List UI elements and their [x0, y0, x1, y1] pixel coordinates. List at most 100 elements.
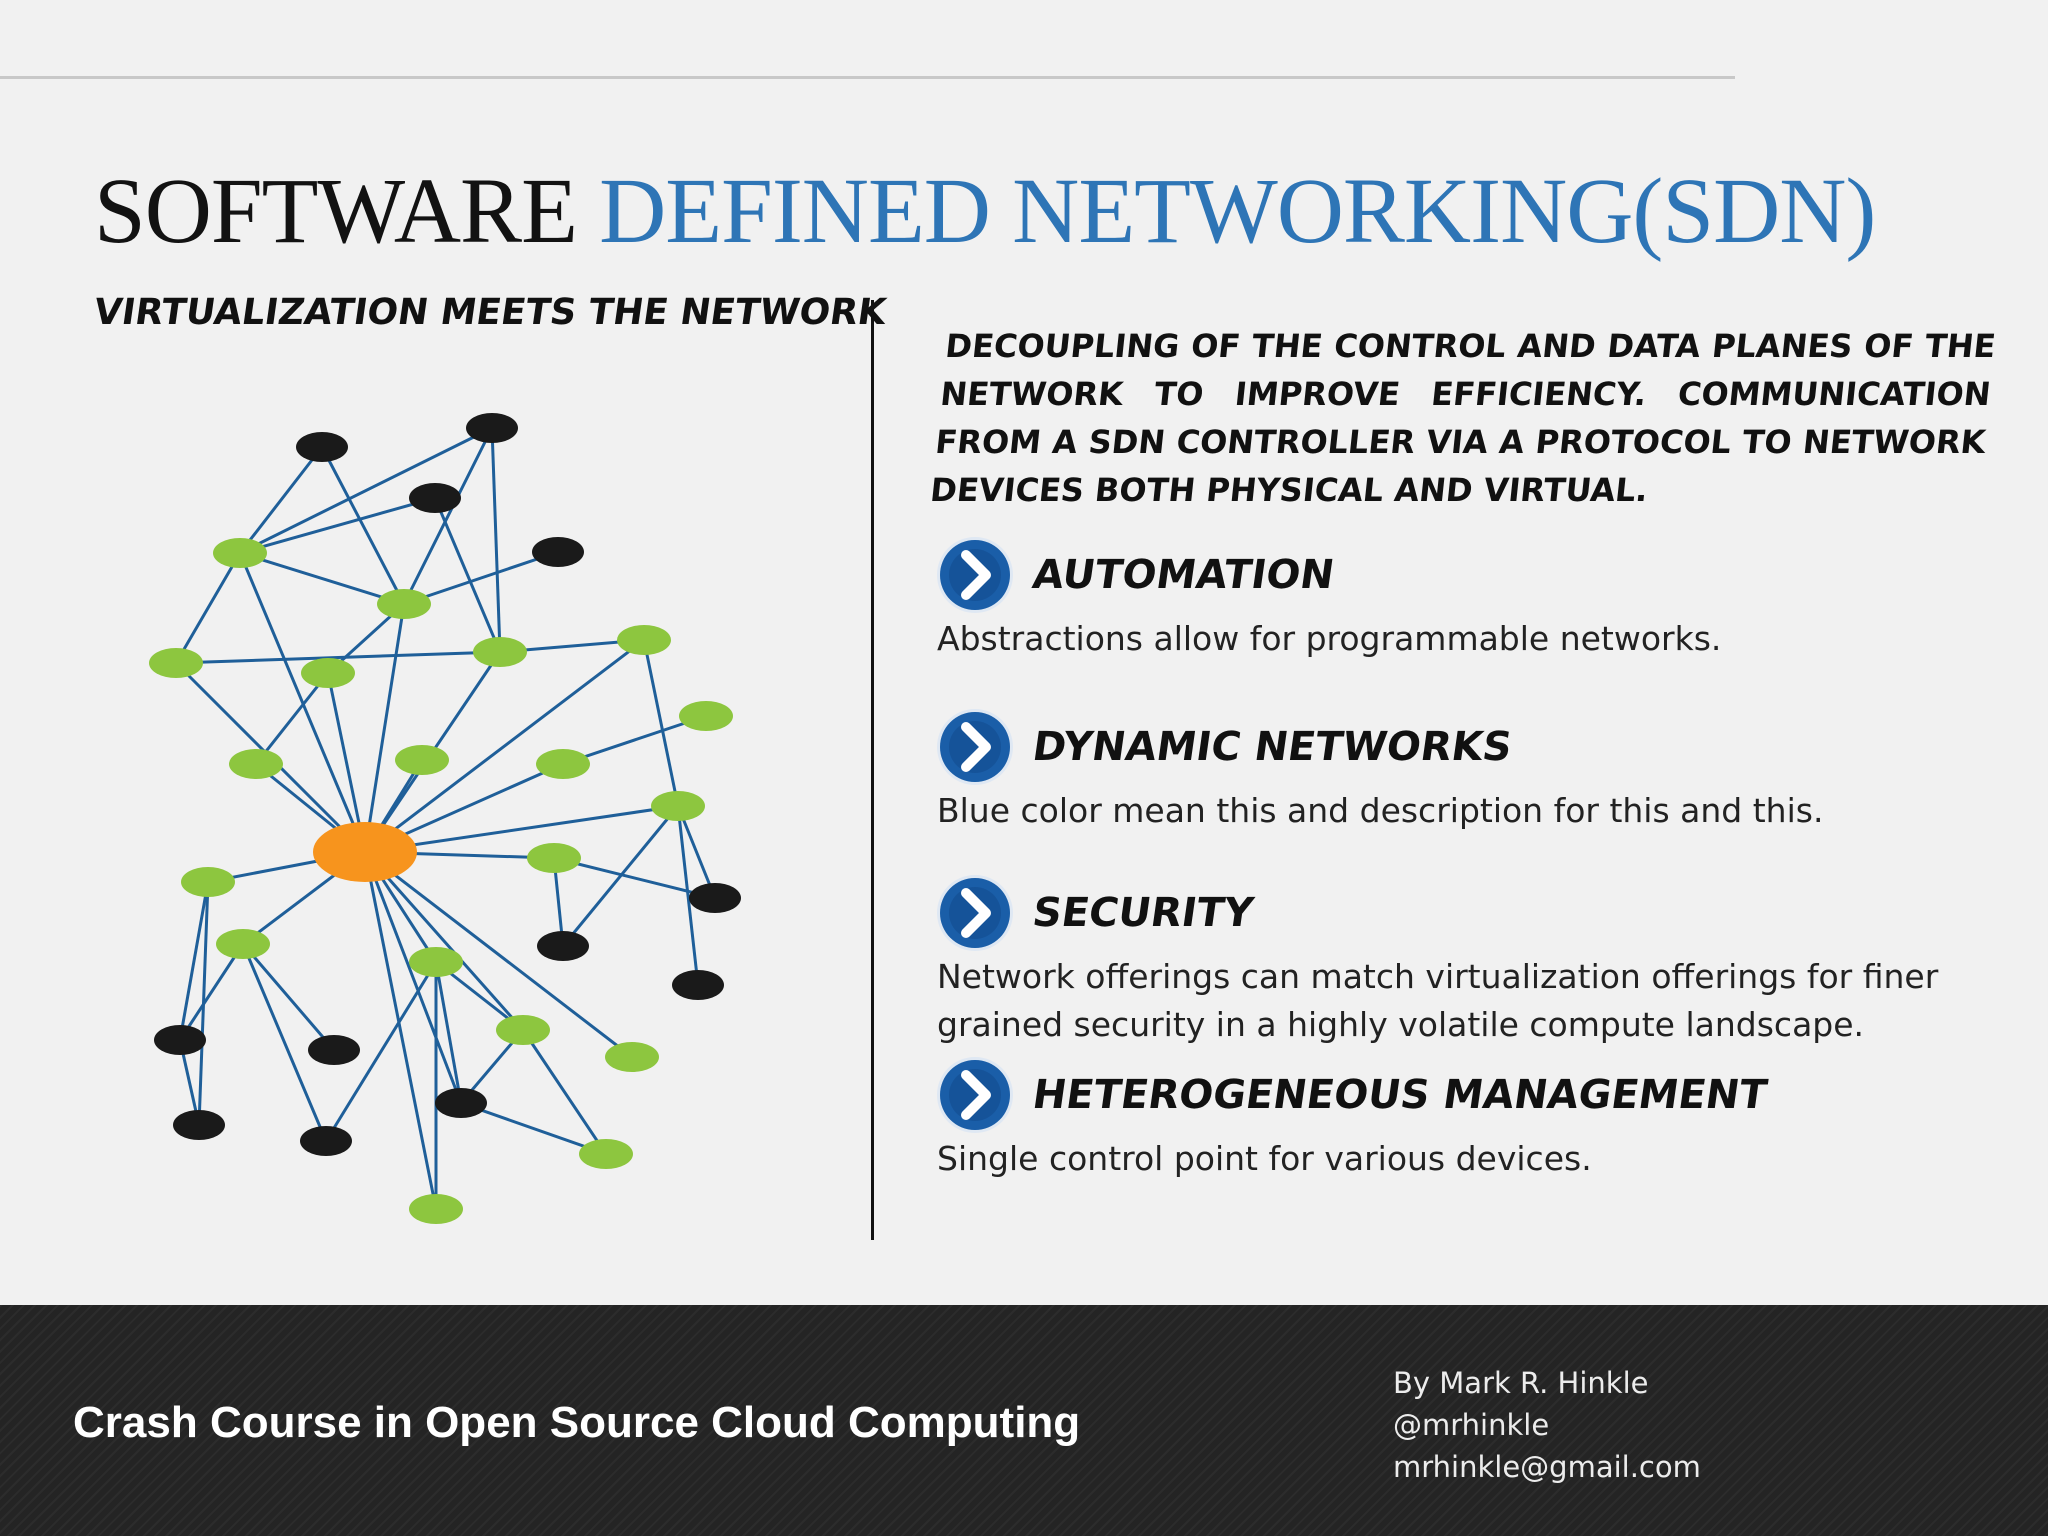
virtual-node: [409, 947, 463, 977]
footer: Crash Course in Open Source Cloud Comput…: [0, 1305, 2048, 1536]
network-link: [320, 446, 406, 605]
network-nodes: [149, 413, 741, 1224]
title-part-dark: SOFTWARE: [94, 160, 578, 263]
sdn-controller-node: [313, 822, 417, 882]
physical-node: [466, 413, 518, 443]
network-diagram: [149, 413, 741, 1224]
physical-node: [296, 432, 348, 462]
page-subtitle: VIRTUALIZATION MEETS THE NETWORK: [91, 292, 889, 333]
physical-node: [537, 931, 589, 961]
network-link: [490, 427, 502, 653]
virtual-node: [213, 538, 267, 568]
top-rule: [0, 76, 1735, 79]
network-link: [676, 805, 700, 986]
network-link: [460, 1101, 607, 1156]
virtual-node: [181, 867, 235, 897]
chevron-right-icon: [937, 537, 1013, 613]
physical-node: [532, 537, 584, 567]
chevron-right-icon: [937, 709, 1013, 785]
network-link: [363, 851, 525, 1031]
feature-title: HETEROGENEOUS MANAGEMENT: [1029, 1072, 1770, 1118]
virtual-node: [617, 625, 671, 655]
feature-heterogeneous-management: HETEROGENEOUS MANAGEMENT Single control …: [935, 1055, 2005, 1183]
virtual-node: [395, 745, 449, 775]
chevron-right-icon: [937, 875, 1013, 951]
feature-description: Single control point for various devices…: [937, 1139, 1592, 1178]
network-link: [676, 805, 717, 899]
physical-node: [409, 483, 461, 513]
feature-header: AUTOMATION: [935, 535, 2005, 615]
network-link: [326, 672, 367, 853]
network-link: [239, 426, 493, 555]
network-link: [254, 672, 330, 765]
network-link: [174, 552, 242, 664]
virtual-node: [651, 791, 705, 821]
vertical-divider: [871, 300, 874, 1240]
network-link: [178, 943, 245, 1041]
network-link: [241, 943, 336, 1051]
virtual-node: [579, 1139, 633, 1169]
network-link: [642, 639, 680, 807]
network-link: [241, 943, 328, 1142]
virtual-node: [473, 637, 527, 667]
page-title: SOFTWARE DEFINED NETWORKING(SDN): [94, 160, 1876, 263]
feature-description: Blue color mean this and description for…: [937, 791, 1824, 830]
network-link: [402, 427, 494, 605]
virtual-node: [149, 648, 203, 678]
physical-node: [689, 883, 741, 913]
physical-node: [154, 1025, 206, 1055]
feature-header: DYNAMIC NETWORKS: [935, 707, 2005, 787]
feature-header: SECURITY: [935, 873, 2005, 953]
network-link: [403, 550, 559, 606]
network-link: [363, 851, 438, 1210]
network-link: [178, 881, 210, 1041]
network-link: [521, 1029, 608, 1155]
virtual-node: [527, 843, 581, 873]
course-title: Crash Course in Open Source Cloud Comput…: [73, 1398, 1081, 1447]
virtual-node: [496, 1015, 550, 1045]
author-name: By Mark R. Hinkle: [1393, 1366, 1649, 1400]
network-link: [434, 961, 463, 1104]
virtual-node: [679, 701, 733, 731]
network-link: [364, 804, 679, 854]
network-link: [238, 552, 367, 853]
feature-header: HETEROGENEOUS MANAGEMENT: [935, 1055, 2005, 1135]
physical-node: [173, 1110, 225, 1140]
network-link: [363, 851, 463, 1104]
feature-automation: AUTOMATION Abstractions allow for progra…: [935, 535, 2005, 663]
chevron-right-icon: [937, 1057, 1013, 1133]
intro-text: DECOUPLING OF THE CONTROL AND DATA PLANE…: [928, 327, 1998, 509]
network-link: [364, 638, 645, 854]
virtual-node: [409, 1194, 463, 1224]
virtual-node: [229, 749, 283, 779]
feature-description: Abstractions allow for programmable netw…: [937, 619, 1722, 658]
author-info: By Mark R. Hinkle @mrhinkle mrhinkle@gma…: [1393, 1362, 1701, 1488]
network-link: [364, 850, 633, 1059]
network-link: [238, 446, 324, 554]
network-link: [363, 603, 406, 853]
feature-title: SECURITY: [1029, 890, 1257, 936]
feature-title: AUTOMATION: [1029, 552, 1338, 598]
author-twitter: @mrhinkle: [1393, 1408, 1550, 1442]
network-link: [175, 650, 501, 665]
network-link: [562, 714, 707, 766]
virtual-node: [377, 589, 431, 619]
physical-node: [300, 1126, 352, 1156]
feature-title: DYNAMIC NETWORKS: [1029, 724, 1515, 770]
virtual-node: [605, 1042, 659, 1072]
virtual-node: [301, 658, 355, 688]
network-link: [239, 551, 405, 606]
physical-node: [308, 1035, 360, 1065]
feature-security: SECURITY Network offerings can match vir…: [935, 873, 2005, 1049]
feature-description: Network offerings can match virtualizati…: [937, 957, 1939, 1044]
physical-node: [672, 970, 724, 1000]
feature-dynamic-networks: DYNAMIC NETWORKS Blue color mean this an…: [935, 707, 2005, 835]
network-link: [433, 497, 502, 653]
title-part-blue: DEFINED NETWORKING(SDN): [599, 160, 1876, 263]
network-link: [239, 496, 436, 555]
network-link: [324, 961, 438, 1142]
virtual-node: [536, 749, 590, 779]
network-link: [553, 856, 716, 900]
physical-node: [435, 1088, 487, 1118]
virtual-node: [216, 929, 270, 959]
